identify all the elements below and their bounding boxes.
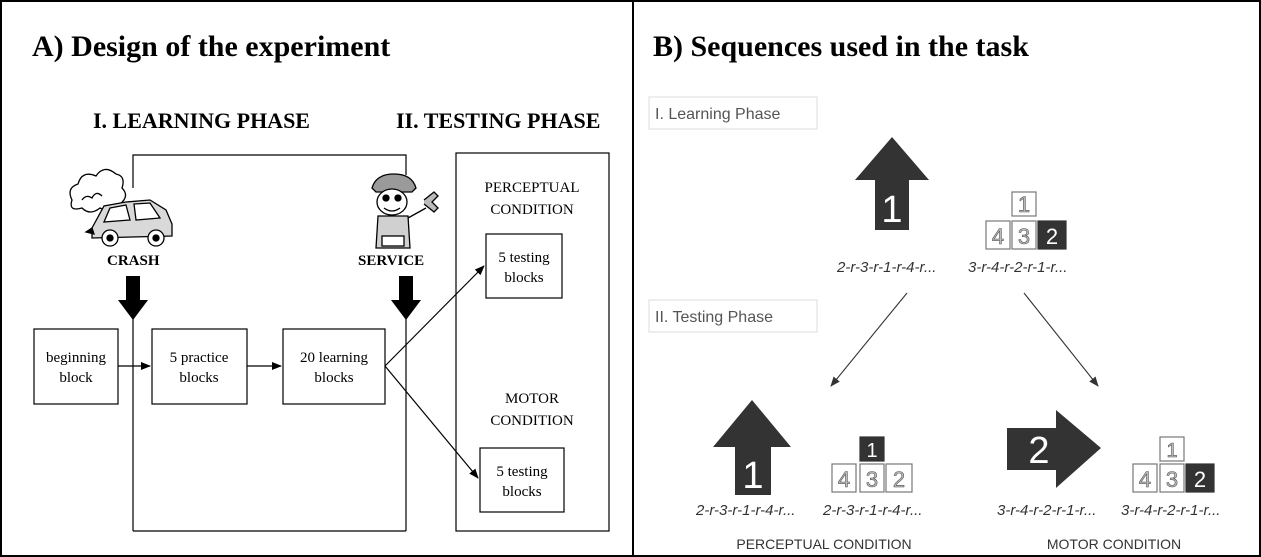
learning-phase-tag: I. Learning Phase xyxy=(648,96,818,130)
motor-keypad: 1 4 3 2 xyxy=(1132,436,1215,493)
testing-block-top: 5 testing blocks xyxy=(485,233,563,299)
learning-to-perceptual-arrow xyxy=(384,265,485,367)
perceptual-sequence-2: 2-r-3-r-1-r-4-r... xyxy=(822,502,922,519)
perceptual-key-top: 1 xyxy=(866,440,877,462)
perceptual-condition-line2: CONDITION xyxy=(490,202,573,218)
perceptual-condition-line1: PERCEPTUAL xyxy=(484,180,579,196)
practice-block-line1: 5 practice xyxy=(170,350,229,366)
mechanic-icon xyxy=(371,173,439,249)
panel-b-title: B) Sequences used in the task xyxy=(653,30,1029,63)
service-down-arrow xyxy=(391,276,421,320)
testing-block-bottom: 5 testing blocks xyxy=(479,447,565,513)
learning-block-line2: blocks xyxy=(314,370,353,386)
learning-to-motor-arrow xyxy=(384,365,479,479)
motor-key-3: 3 xyxy=(1166,467,1178,492)
beginning-block-line2: block xyxy=(59,370,93,386)
motor-condition-line2: CONDITION xyxy=(490,413,573,429)
learning-block: 20 learning blocks xyxy=(282,328,386,405)
perceptual-key-2: 2 xyxy=(893,467,905,492)
panel-b: B) Sequences used in the task I. Learnin… xyxy=(648,30,1220,552)
beginning-block-line1: beginning xyxy=(46,350,106,366)
motor-arrow-digit: 2 xyxy=(1028,430,1049,472)
learning-arrow-digit: 1 xyxy=(881,189,902,231)
learning-phase-heading: I. LEARNING PHASE xyxy=(93,108,310,133)
learning-key-3: 3 xyxy=(1018,224,1030,249)
testing-phase-heading: II. TESTING PHASE xyxy=(396,108,600,133)
crash-label: CRASH xyxy=(107,253,160,269)
testing-block-bottom-line1: 5 testing xyxy=(496,464,548,480)
motor-condition-line1: MOTOR xyxy=(505,391,559,407)
perceptual-key-3: 3 xyxy=(866,467,878,492)
motor-key-4: 4 xyxy=(1139,467,1151,492)
practice-block: 5 practice blocks xyxy=(151,328,248,405)
learning-block-line1: 20 learning xyxy=(300,350,368,366)
testing-block-top-line1: 5 testing xyxy=(498,250,550,266)
testing-block-bottom-line2: blocks xyxy=(502,484,541,500)
motor-right-arrow-stimulus: 2 xyxy=(1007,410,1101,488)
perceptual-arrow-digit: 1 xyxy=(742,455,763,497)
motor-key-top: 1 xyxy=(1166,440,1177,462)
crash-service-connector xyxy=(132,154,407,188)
svg-text:I. Learning Phase: I. Learning Phase xyxy=(655,106,781,123)
car-crash-icon xyxy=(69,168,173,247)
learning-up-arrow-stimulus: 1 xyxy=(855,137,929,231)
learning-key-top: 1 xyxy=(1018,192,1030,217)
motor-key-2: 2 xyxy=(1194,467,1206,492)
crash-down-arrow xyxy=(118,276,148,320)
perceptual-up-arrow-stimulus: 1 xyxy=(713,400,791,497)
service-label: SERVICE xyxy=(358,253,424,269)
learning-sequence-2: 3-r-4-r-2-r-1-r... xyxy=(968,259,1067,276)
learning-key-4: 4 xyxy=(992,224,1004,249)
to-motor-arrow xyxy=(1023,292,1099,387)
testing-phase-tag: II. Testing Phase xyxy=(648,299,818,333)
learning-key-2: 2 xyxy=(1046,224,1058,249)
panel-a-title: A) Design of the experiment xyxy=(32,30,390,63)
perceptual-keypad: 1 4 3 2 xyxy=(831,436,913,493)
svg-text:II. Testing Phase: II. Testing Phase xyxy=(655,309,773,326)
perceptual-condition-label: PERCEPTUAL CONDITION xyxy=(736,536,911,552)
to-perceptual-arrow xyxy=(830,292,908,387)
learning-keypad: 1 4 3 2 xyxy=(985,191,1067,250)
perceptual-key-4: 4 xyxy=(838,467,850,492)
perceptual-sequence-1: 2-r-3-r-1-r-4-r... xyxy=(695,502,795,519)
motor-sequence-1: 3-r-4-r-2-r-1-r... xyxy=(997,502,1096,519)
beginning-block: beginning block xyxy=(33,328,119,405)
motor-sequence-2: 3-r-4-r-2-r-1-r... xyxy=(1121,502,1220,519)
practice-block-line2: blocks xyxy=(179,370,218,386)
learning-sequence-1: 2-r-3-r-1-r-4-r... xyxy=(836,259,936,276)
testing-block-top-line2: blocks xyxy=(504,270,543,286)
motor-condition-label: MOTOR CONDITION xyxy=(1047,536,1181,552)
panel-a: A) Design of the experiment I. LEARNING … xyxy=(32,30,610,532)
